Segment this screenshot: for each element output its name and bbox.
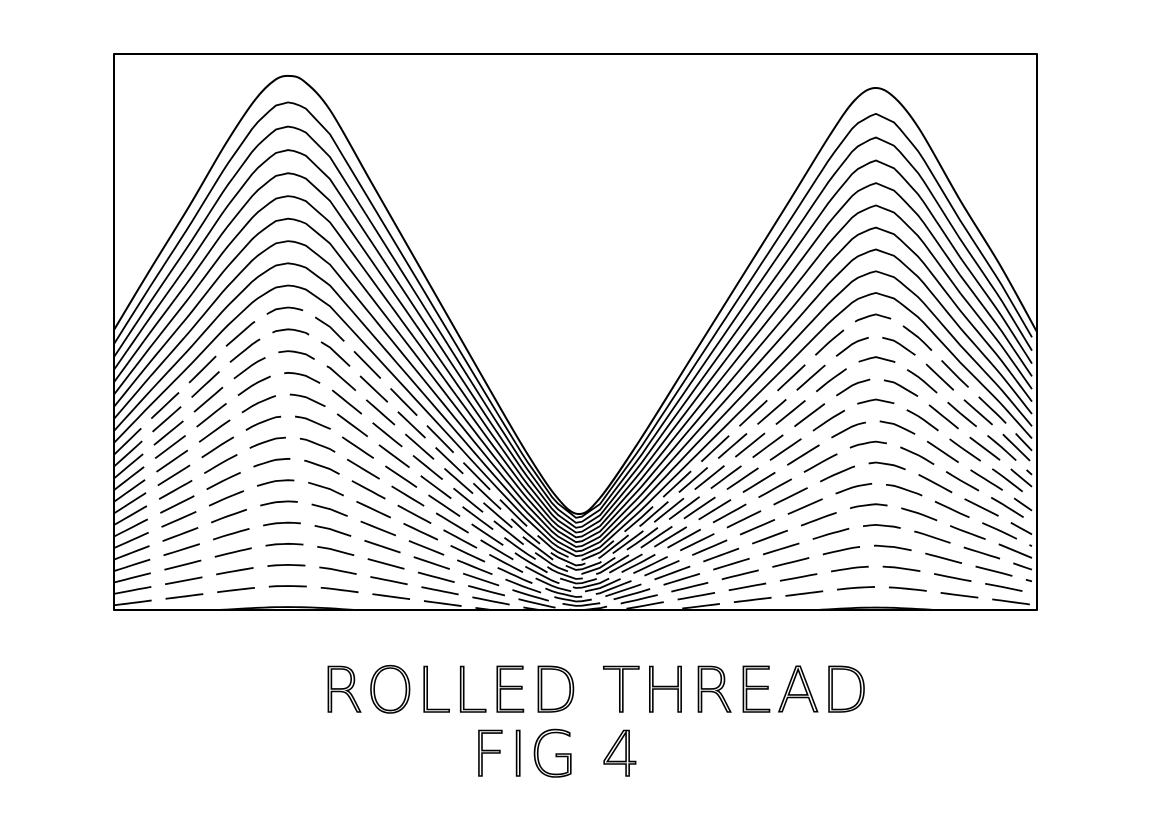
grain-flow-line [114,457,1033,594]
figure-number: FIG 4 [471,718,642,791]
grain-flow-line [114,436,1033,589]
grain-flow-line [114,521,1033,607]
grain-flow-line [114,479,1033,598]
grain-flow-line [114,500,1033,603]
grain-flow-line [114,262,1033,553]
thread-profile-outline [113,74,1038,516]
figure-title: ROLLED THREAD [321,654,872,727]
grain-flow-line [114,606,1033,610]
section-frame [113,53,1038,611]
grain-flow-lines [114,101,1033,610]
grain-flow-line [114,306,1033,562]
grain-flow-line [114,125,1033,524]
grain-flow-line [114,415,1033,585]
grain-flow-line [114,328,1033,567]
grain-flow-line [114,371,1033,576]
grain-flow-line [114,172,1033,534]
grain-flow-line [114,217,1033,544]
grain-flow-line [114,585,1033,610]
grain-flow-line [114,240,1033,548]
grain-flow-line [114,350,1033,571]
grain-flow-line [114,195,1033,539]
grain-flow-line [114,101,1033,519]
grain-flow-line [114,393,1033,580]
grain-flow-line [114,149,1033,529]
grain-flow-line [114,284,1033,558]
